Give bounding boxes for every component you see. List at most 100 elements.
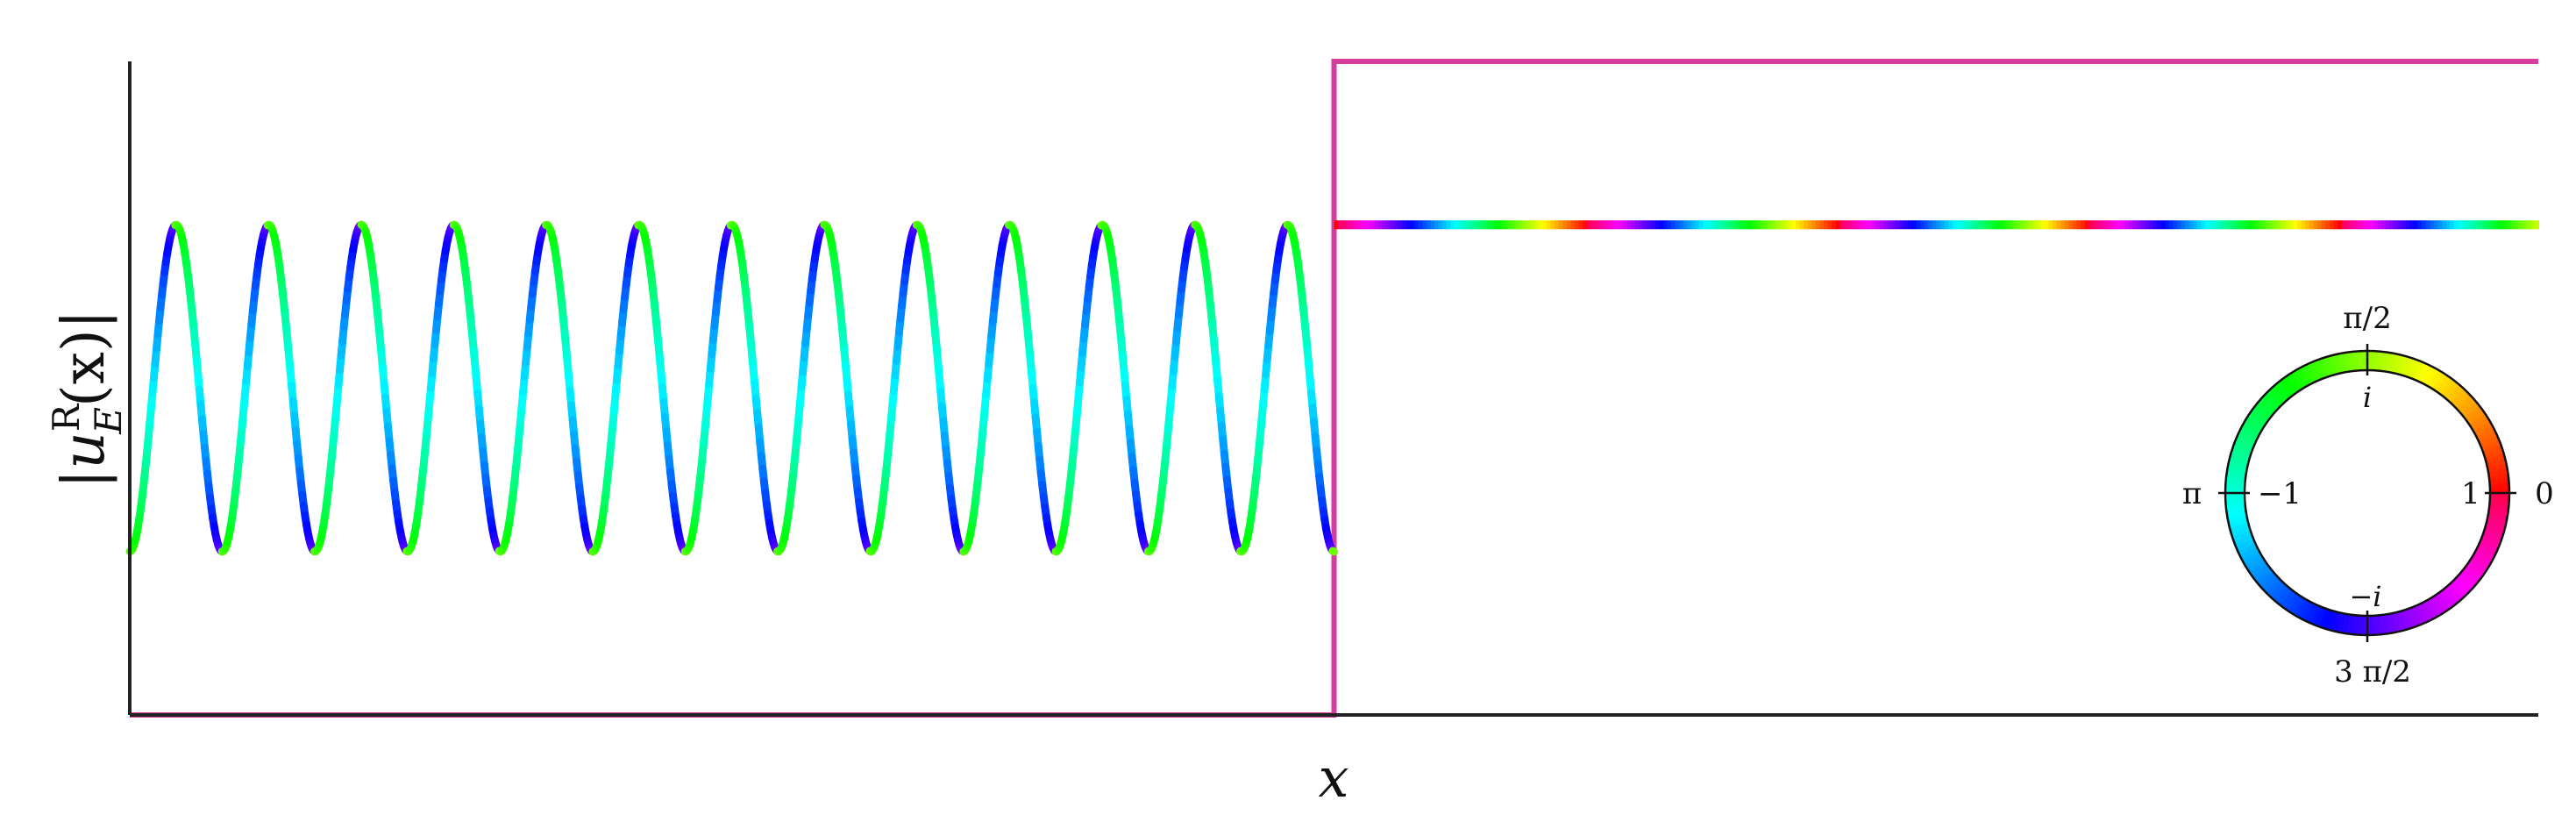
y-axis-label: |uRE(x)| xyxy=(45,310,130,489)
color-wheel-segment xyxy=(2362,351,2367,371)
plot-area xyxy=(125,59,2539,718)
color-wheel-segment xyxy=(2416,362,2430,383)
color-wheel-segment xyxy=(2392,354,2402,375)
color-wheel-segment xyxy=(2469,557,2488,573)
value-label-bottom: −i xyxy=(2349,580,2381,613)
color-wheel-segment xyxy=(2480,440,2501,452)
color-wheel-segment xyxy=(2233,534,2254,547)
color-wheel-segment xyxy=(2429,597,2444,617)
value-label-right: 1 xyxy=(2461,476,2480,511)
y-label-sub: E xyxy=(87,407,130,435)
color-wheel-segment xyxy=(2252,565,2271,581)
color-wheel-segment xyxy=(2309,604,2322,625)
wave-left-series xyxy=(125,220,1338,556)
color-wheel-segment xyxy=(2468,413,2488,428)
x-axis-label: x xyxy=(1319,746,1349,810)
phase-color-wheel xyxy=(2218,344,2516,642)
color-wheel-segment xyxy=(2485,454,2506,464)
color-wheel-segment xyxy=(2283,375,2299,394)
color-wheel-segment xyxy=(2225,497,2245,504)
potential-step-line xyxy=(130,59,2538,718)
color-wheel-segment xyxy=(2489,482,2509,490)
color-wheel-segment xyxy=(2255,568,2274,585)
color-wheel-segment xyxy=(2486,518,2507,528)
y-label-arg: (x) xyxy=(50,329,117,407)
color-wheel-segment xyxy=(2375,351,2382,371)
color-wheel-segment xyxy=(2371,615,2378,635)
color-wheel-segment xyxy=(2357,351,2364,371)
color-wheel-segment xyxy=(2332,611,2343,632)
color-wheel-segment xyxy=(2449,581,2466,599)
color-wheel-segment xyxy=(2288,595,2303,614)
color-wheel-segment xyxy=(2225,505,2246,513)
color-wheel-segment xyxy=(2265,578,2282,596)
wave-left-segment xyxy=(1328,547,1338,556)
color-wheel-segment xyxy=(2432,594,2447,614)
color-wheel-segment xyxy=(2401,610,2412,630)
color-wheel-segment xyxy=(2380,351,2387,372)
color-wheel-segment xyxy=(2261,575,2280,592)
color-wheel-segment xyxy=(2466,561,2486,577)
color-wheel-segment xyxy=(2396,354,2407,375)
color-wheel-segment xyxy=(2228,518,2249,528)
color-wheel-segment xyxy=(2487,463,2508,472)
color-wheel-segment xyxy=(2246,413,2266,429)
color-wheel-segment xyxy=(2482,444,2503,455)
color-wheel-segment xyxy=(2231,444,2252,455)
angle-label-bottom: 3 π/2 xyxy=(2334,654,2411,690)
color-wheel-segment xyxy=(2479,539,2500,551)
color-wheel-segment xyxy=(2471,417,2491,432)
color-wheel-segment xyxy=(2252,405,2271,421)
color-wheel-segment xyxy=(2416,603,2430,623)
color-wheel-segment xyxy=(2300,365,2314,385)
color-wheel-segment xyxy=(2255,401,2274,418)
color-wheel-segment xyxy=(2318,357,2330,378)
color-wheel-segment xyxy=(2443,381,2459,399)
color-wheel-segment xyxy=(2318,608,2330,629)
color-wheel-segment xyxy=(2464,565,2483,581)
color-wheel-segment xyxy=(2487,468,2508,476)
color-wheel-segment xyxy=(2241,550,2261,565)
color-wheel-segment xyxy=(2300,601,2314,621)
color-wheel-segment xyxy=(2487,514,2508,523)
color-wheel-segment xyxy=(2323,356,2334,376)
color-wheel-segment xyxy=(2445,583,2463,603)
color-wheel-segment xyxy=(2388,612,2397,633)
value-label-left: −1 xyxy=(2258,476,2302,511)
color-wheel-segment xyxy=(2409,606,2421,627)
color-wheel-segment xyxy=(2436,375,2451,394)
color-wheel-segment xyxy=(2431,372,2447,391)
color-wheel-segment xyxy=(2235,539,2256,552)
angle-label-right: 0 xyxy=(2535,476,2554,511)
y-label-u: u xyxy=(50,432,117,469)
phase-legend: π/2 π 0 3 π/2 i −1 1 −i xyxy=(2182,301,2554,690)
color-wheel-segment xyxy=(2238,542,2258,556)
color-wheel-segment xyxy=(2396,611,2407,632)
color-wheel-segment xyxy=(2384,613,2393,634)
color-wheel-segment xyxy=(2227,514,2248,523)
color-wheel-segment xyxy=(2347,614,2355,635)
color-wheel-segment xyxy=(2249,409,2268,425)
color-wheel-segment xyxy=(2231,526,2251,538)
color-wheel-segment xyxy=(2323,610,2334,630)
color-wheel-segment xyxy=(2304,603,2318,624)
color-wheel-segment xyxy=(2480,534,2501,547)
color-wheel-segment xyxy=(2228,458,2249,468)
y-label-open: | xyxy=(50,469,117,489)
color-wheel-segment xyxy=(2471,554,2491,568)
color-wheel-segment xyxy=(2459,571,2477,589)
color-wheel-segment xyxy=(2405,357,2416,378)
color-wheel-segment xyxy=(2265,390,2282,408)
color-wheel-segment xyxy=(2489,488,2509,493)
color-wheel-segment xyxy=(2241,422,2261,436)
color-wheel-segment xyxy=(2347,351,2355,372)
color-wheel-segment xyxy=(2332,354,2342,375)
color-wheel-segment xyxy=(2488,473,2509,481)
color-wheel-segment xyxy=(2484,448,2504,460)
color-wheel-segment xyxy=(2237,430,2258,444)
color-wheel-segment xyxy=(2473,550,2494,564)
color-wheel-segment xyxy=(2328,611,2338,632)
color-wheel-segment xyxy=(2439,590,2455,609)
color-wheel-segment xyxy=(2229,522,2250,532)
color-wheel-segment xyxy=(2428,369,2443,389)
